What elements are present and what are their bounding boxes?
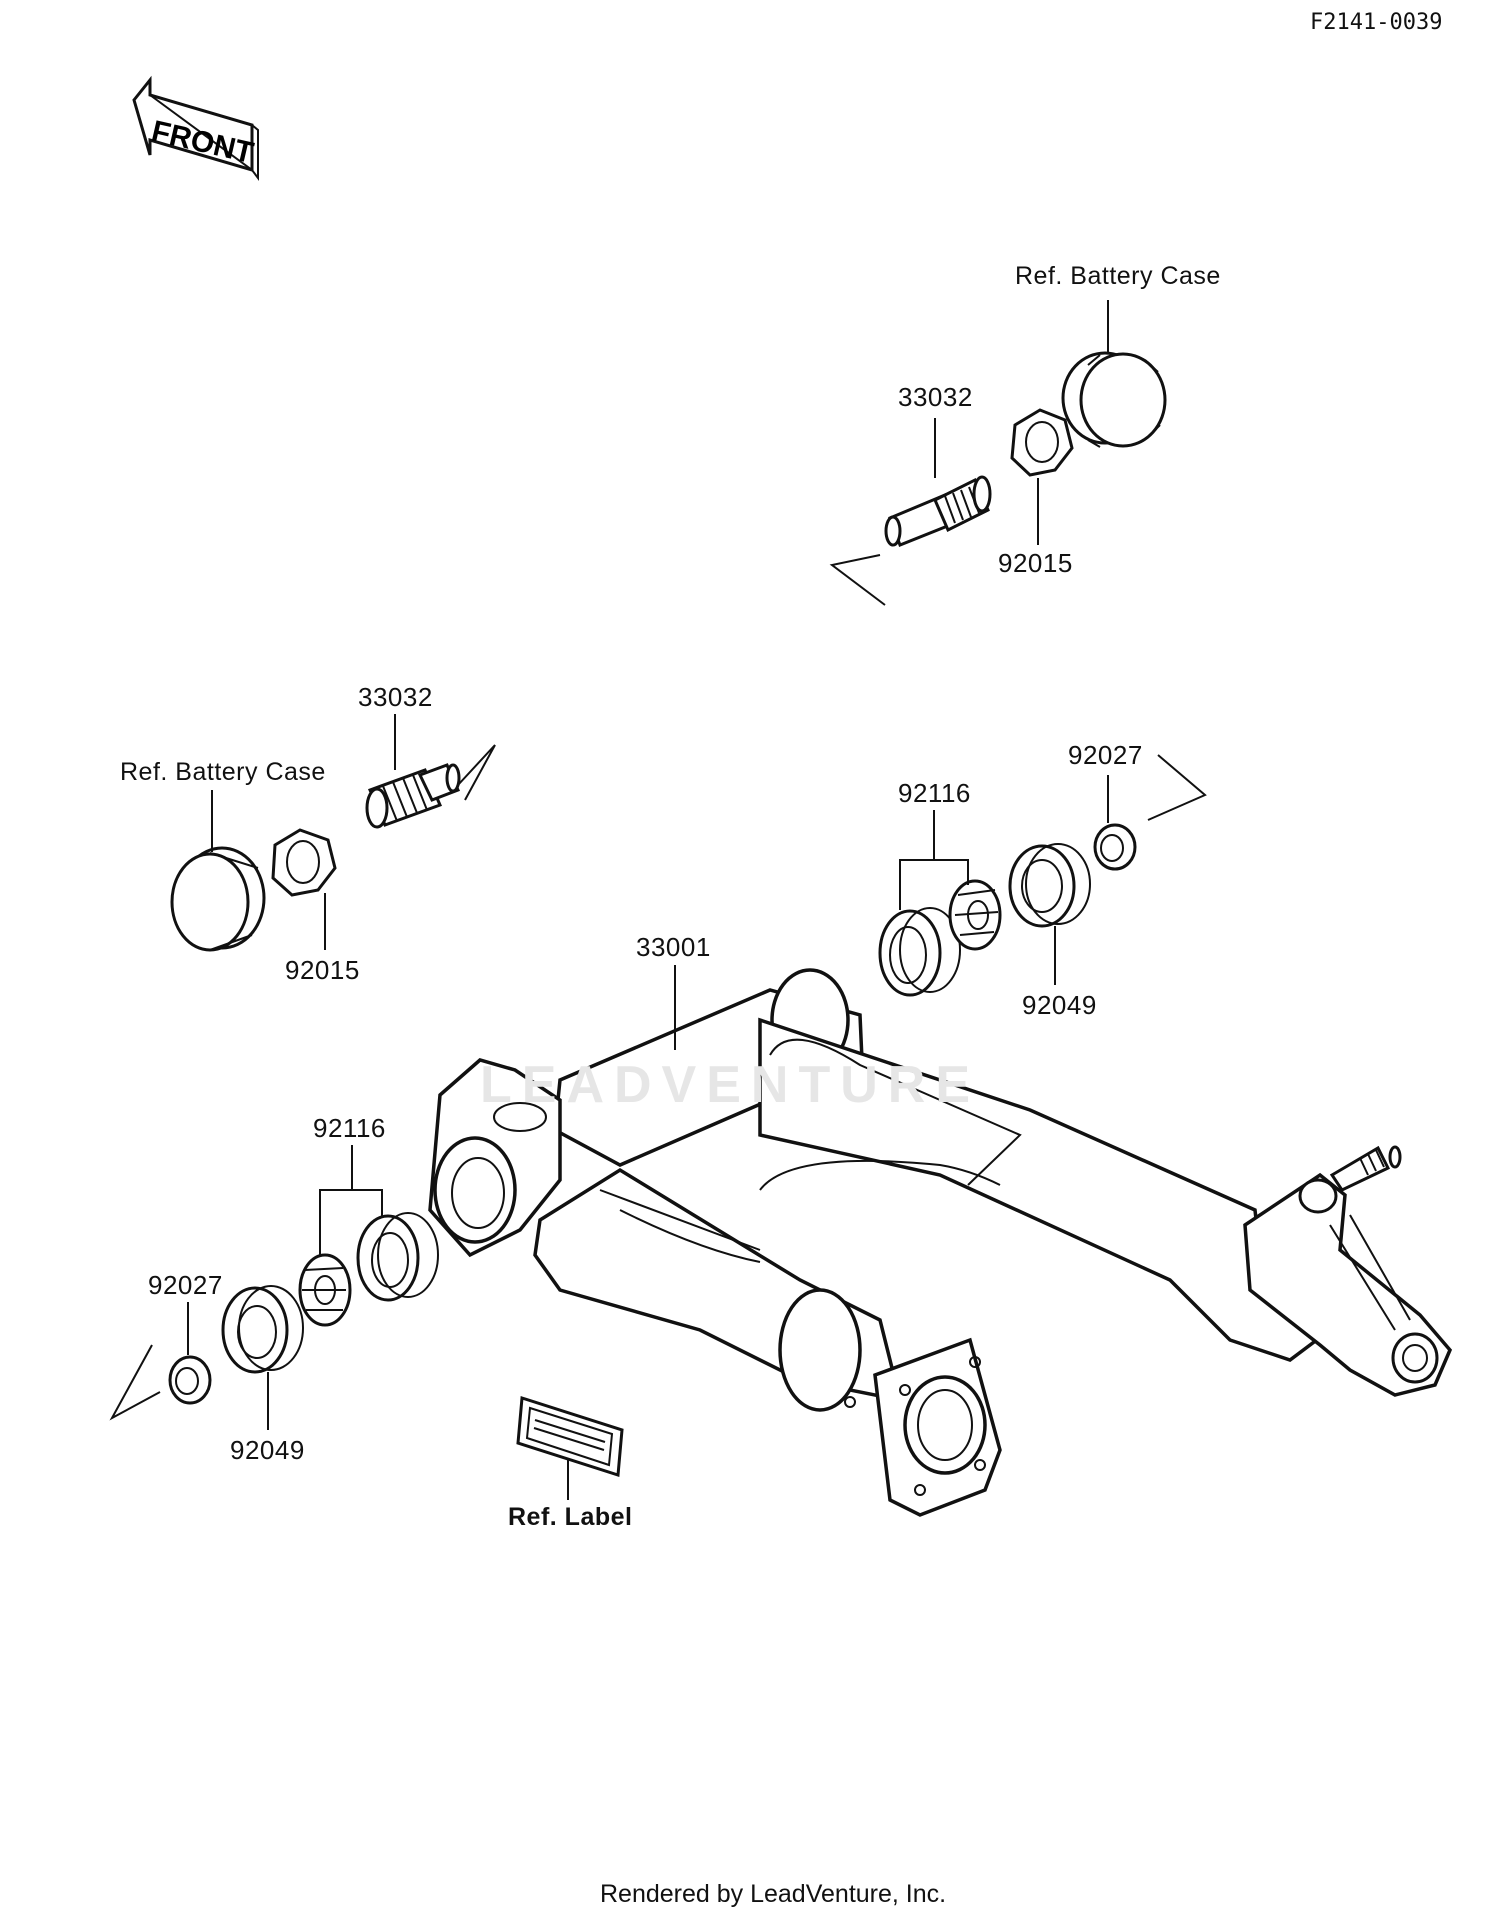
- tapered-roller-bearing-92116-right: [948, 879, 1002, 951]
- label-ref-label: Ref. Label: [508, 1503, 633, 1531]
- battery-case-cap-left: [170, 846, 266, 952]
- label-ref-battery-case-left: Ref. Battery Case: [120, 758, 326, 786]
- cap-92027-right: [1093, 823, 1137, 871]
- label-33001: 33001: [636, 932, 711, 962]
- seal-92049-left: [221, 1285, 304, 1374]
- seal-92049-right: [1008, 843, 1091, 928]
- label-92116-left: 92116: [313, 1113, 386, 1143]
- leader-line: [457, 744, 496, 801]
- label-33032-top: 33032: [898, 382, 973, 412]
- cap-92027-left: [168, 1355, 212, 1405]
- label-92015-left: 92015: [285, 955, 360, 985]
- label-92015-top: 92015: [998, 548, 1073, 578]
- nut-92015-left: [271, 828, 337, 897]
- leader-line: [829, 554, 886, 606]
- document-id: F2141-0039: [1310, 10, 1443, 35]
- tapered-roller-bearing-92116-left: [298, 1253, 352, 1327]
- label-92049-right: 92049: [1022, 990, 1097, 1020]
- label-92027-left: 92027: [148, 1270, 223, 1300]
- bearing-race-92116-right: [878, 907, 961, 997]
- bolt-33032-left: [365, 763, 461, 829]
- label-92027-right: 92027: [1068, 740, 1143, 770]
- leader-line: [109, 1344, 161, 1421]
- swingarm-33001: [428, 968, 1453, 1517]
- label-33032-left: 33032: [358, 682, 433, 712]
- label-92116-right: 92116: [898, 778, 971, 808]
- nut-92015-top: [1010, 408, 1074, 477]
- leader-line: [1147, 754, 1207, 821]
- label-92049-left: 92049: [230, 1435, 305, 1465]
- bolt-33032-top: [884, 475, 992, 547]
- ref-label-plate: [516, 1396, 624, 1477]
- label-ref-battery-case-top: Ref. Battery Case: [1015, 262, 1221, 290]
- battery-case-cap-top: [1061, 351, 1167, 448]
- watermark-text: LEADVENTURE: [480, 1056, 981, 1114]
- bearing-race-92116-left: [356, 1212, 439, 1302]
- footer-credit: Rendered by LeadVenture, Inc.: [600, 1880, 947, 1908]
- front-arrow-icon: FRONT: [132, 75, 259, 181]
